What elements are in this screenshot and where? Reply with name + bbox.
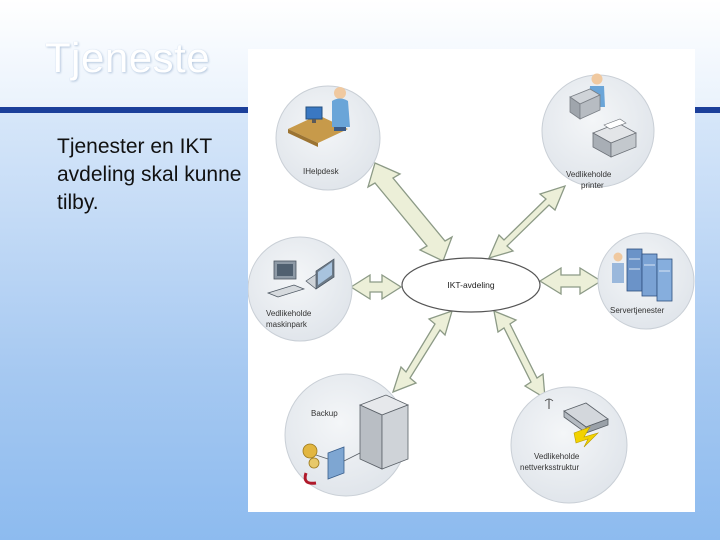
server-rack-icon <box>612 248 673 302</box>
services-diagram: IKT-avdeling IHelpdesk <box>248 73 695 504</box>
node-label-printer-2: printer <box>581 181 604 190</box>
arrow-printer <box>487 184 567 260</box>
node-label-helpdesk: IHelpdesk <box>303 167 340 176</box>
diagram-panel: IKT-avdeling IHelpdesk <box>248 49 695 512</box>
arrow-server <box>538 266 603 296</box>
connector-arrows <box>349 162 603 400</box>
arrow-network <box>493 309 546 400</box>
center-node: IKT-avdeling <box>401 257 541 313</box>
node-label-network-1: Vedlikeholde <box>534 452 580 461</box>
printer-icon <box>569 73 637 158</box>
arrow-maskinpark <box>349 273 403 301</box>
node-label-server: Servertjenester <box>610 306 665 315</box>
node-server: Servertjenester <box>597 232 695 330</box>
body-text: Tjenester en IKT avdeling skal kunne til… <box>57 135 242 214</box>
computer-laptop-icon <box>266 258 335 298</box>
node-network: Vedlikeholde nettverksstruktur <box>510 386 628 504</box>
node-label-printer-1: Vedlikeholde <box>566 170 612 179</box>
node-label-maskinpark-1: Vedlikeholde <box>266 309 312 318</box>
node-printer: Vedlikeholde printer <box>541 73 655 190</box>
node-helpdesk: IHelpdesk <box>275 85 381 191</box>
node-label-maskinpark-2: maskinpark <box>266 320 308 329</box>
slide-title: Tjeneste <box>45 34 211 81</box>
node-backup: Backup <box>284 373 410 497</box>
network-switch-icon <box>544 398 609 448</box>
arrow-backup <box>391 309 453 394</box>
backup-storage-icon <box>302 394 410 485</box>
helpdesk-person-icon <box>288 87 350 147</box>
node-label-backup: Backup <box>311 409 338 418</box>
center-label: IKT-avdeling <box>447 280 495 290</box>
node-maskinpark: Vedlikeholde maskinpark <box>248 236 353 342</box>
node-label-network-2: nettverksstruktur <box>520 463 579 472</box>
arrow-helpdesk <box>366 162 454 262</box>
